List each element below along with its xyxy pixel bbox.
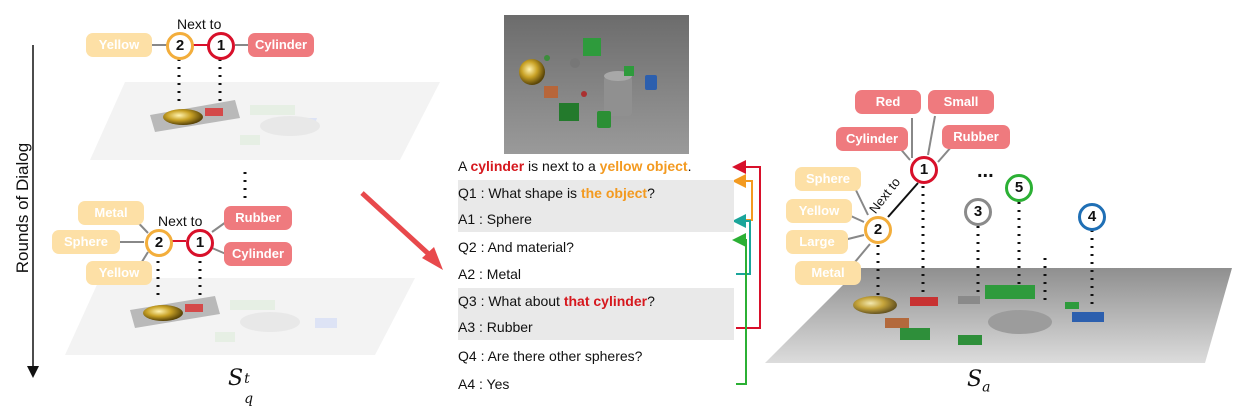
bottom-plane [65, 278, 415, 355]
right-yellow-label: Yellow [786, 199, 852, 223]
dialog-caption: A cylinder is next to a yellow object. [458, 158, 692, 174]
axis-label: Rounds of Dialog [13, 142, 32, 274]
top-next-to-label: Next to [177, 16, 222, 32]
dialog-q2: Q2 : And material? [458, 239, 574, 255]
top-scene-crop [150, 100, 240, 132]
transition-arrow [360, 191, 435, 260]
right-node-2: 2 [864, 216, 892, 244]
right-node-3: 3 [964, 198, 992, 226]
right-node-4: 4 [1078, 203, 1106, 231]
dialog-q1: Q1 : What shape is the object? [458, 180, 734, 206]
right-metal-label: Metal [795, 261, 861, 285]
right-caption: Sa [967, 367, 991, 396]
right-sphere-label: Sphere [795, 167, 861, 191]
right-large-label: Large [786, 230, 848, 254]
bottom-sphere-label: Sphere [52, 230, 120, 254]
dialog-a3: A3 : Rubber [458, 314, 734, 340]
bottom-yellow-label: Yellow [86, 261, 152, 285]
bottom-metal-label: Metal [78, 201, 144, 225]
right-rubber-label: Rubber [942, 125, 1010, 149]
right-red-label: Red [855, 90, 921, 114]
dialog-q4: Q4 : Are there other spheres? [458, 348, 643, 364]
top-node-2: 2 [166, 32, 194, 60]
right-cylinder-label: Cylinder [836, 127, 908, 151]
right-ellipsis: ... [977, 160, 994, 182]
right-node-1: 1 [910, 156, 938, 184]
dialog-a1: A1 : Sphere [458, 206, 734, 232]
bottom-next-to-label: Next to [158, 213, 203, 229]
right-small-label: Small [928, 90, 994, 114]
bottom-node-2: 2 [145, 229, 173, 257]
dialog-q3: Q3 : What about that cylinder? [458, 288, 734, 314]
dialog-a4: A4 : Yes [458, 376, 510, 392]
right-node-5: 5 [1005, 174, 1033, 202]
bottom-cylinder-label: Cylinder [224, 242, 292, 266]
bottom-rubber-label: Rubber [224, 206, 292, 230]
bottom-scene-crop [130, 296, 220, 328]
bottom-node-1: 1 [186, 229, 214, 257]
top-cylinder-label: Cylinder [248, 33, 314, 57]
top-yellow-label: Yellow [86, 33, 152, 57]
dialog-a2: A2 : Metal [458, 266, 522, 282]
scene-image [504, 15, 689, 154]
top-node-1: 1 [207, 32, 235, 60]
